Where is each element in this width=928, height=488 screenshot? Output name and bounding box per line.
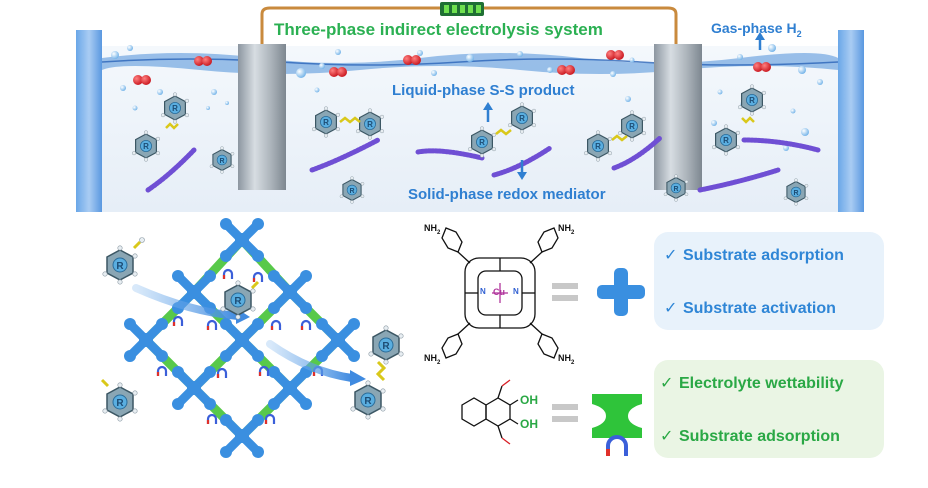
feature-substrate-adsorption-green: ✓ Substrate adsorption	[660, 426, 840, 445]
equals-signs	[552, 283, 578, 422]
dialdehyde-structure	[461, 379, 519, 445]
anode-electrode	[238, 44, 286, 190]
linker-feature-box	[654, 360, 884, 458]
copper-label: Cu	[493, 287, 505, 297]
amine-label-bottom-left: NH2	[424, 353, 441, 366]
feature-electrolyte-wettability: ✓ Electrolyte wettability	[660, 373, 844, 392]
substrate-molecules	[100, 237, 404, 422]
linker-clip-icon	[592, 394, 642, 456]
gas-bubbles	[111, 44, 823, 151]
amine-label-bottom-right: NH2	[558, 353, 575, 366]
left-cell-wall	[76, 30, 102, 212]
phase-arrows	[483, 32, 765, 180]
cathode-electrode	[654, 44, 702, 190]
gas-phase-label: Gas-phase H2	[711, 20, 802, 39]
amine-label-top-left: NH2	[424, 223, 441, 236]
framework-lattice	[124, 218, 360, 458]
top-molecules	[131, 84, 809, 206]
right-cell-wall	[838, 30, 864, 212]
nitrogen-label-left: N	[480, 287, 486, 296]
porphyrin-structure	[441, 227, 559, 359]
amine-label-top-right: NH2	[558, 223, 575, 236]
solid-phase-label: Solid-phase redox mediator	[408, 186, 606, 203]
feature-substrate-adsorption-blue: ✓ Substrate adsorption	[664, 245, 844, 264]
diffusion-arrow-1	[132, 284, 242, 320]
diagram-title: Three-phase indirect electrolysis system	[274, 20, 603, 39]
diffusion-arrow-2	[266, 340, 356, 382]
feature-substrate-activation: ✓ Substrate activation	[664, 298, 836, 317]
liquid-phase-label: Liquid-phase S-S product	[392, 82, 575, 99]
porphyrin-feature-box	[654, 232, 884, 330]
nitrogen-label-right: N	[513, 287, 519, 296]
node-cross-icon	[597, 268, 645, 316]
hydroxyl-label-top: OH	[520, 393, 538, 407]
hydroxyl-label-bottom: OH	[520, 417, 538, 431]
mediator-chains	[145, 135, 821, 193]
